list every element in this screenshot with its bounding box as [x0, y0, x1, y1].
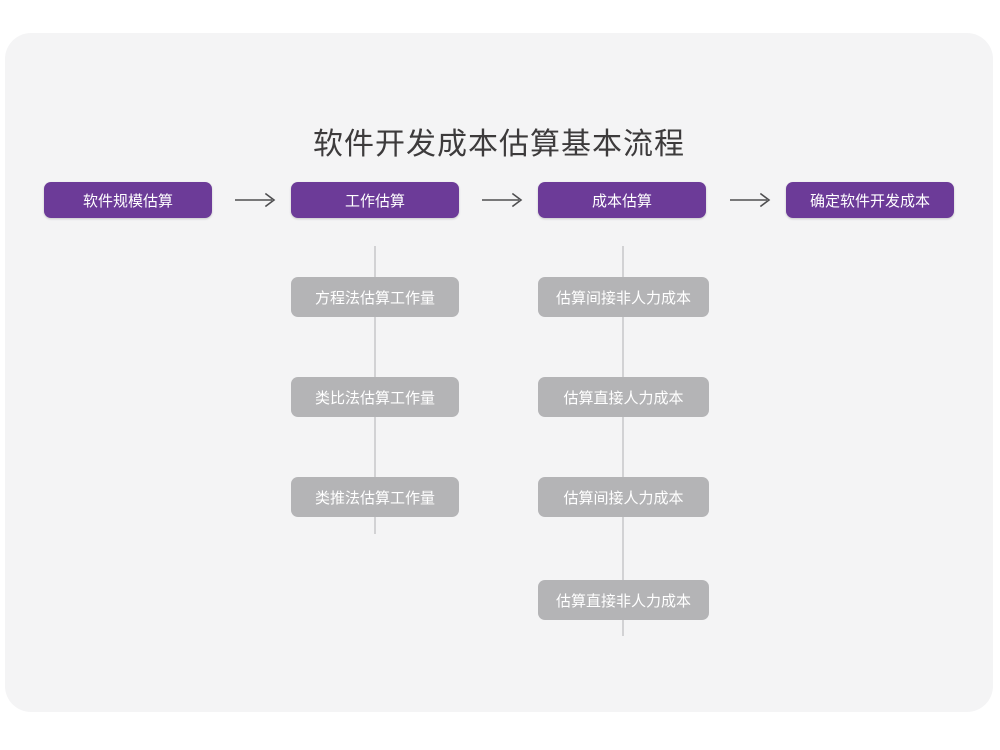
page-title: 软件开发成本估算基本流程: [313, 128, 685, 161]
stage-box-2[interactable]: 工作估算: [291, 182, 459, 218]
stage-box-1[interactable]: 软件规模估算: [44, 182, 212, 218]
arrow-right-icon-1: [231, 182, 283, 218]
arrow-right-icon-3: [726, 182, 778, 218]
substep-box-stage3-3[interactable]: 估算间接人力成本: [538, 477, 709, 517]
stage-box-3[interactable]: 成本估算: [538, 182, 706, 218]
arrow-right-icon-2: [478, 182, 530, 218]
stage-box-4[interactable]: 确定软件开发成本: [786, 182, 954, 218]
substep-box-stage3-4[interactable]: 估算直接非人力成本: [538, 580, 709, 620]
substep-box-stage3-2[interactable]: 估算直接人力成本: [538, 377, 709, 417]
substep-box-stage2-2[interactable]: 类比法估算工作量: [291, 377, 459, 417]
substep-box-stage2-1[interactable]: 方程法估算工作量: [291, 277, 459, 317]
diagram-canvas: 软件开发成本估算基本流程 软件规模估算 工作估算 成本估算 确定软件开发成本 方…: [5, 33, 993, 712]
connector-line-stage-3: [622, 246, 624, 636]
substep-box-stage2-3[interactable]: 类推法估算工作量: [291, 477, 459, 517]
substep-box-stage3-1[interactable]: 估算间接非人力成本: [538, 277, 709, 317]
